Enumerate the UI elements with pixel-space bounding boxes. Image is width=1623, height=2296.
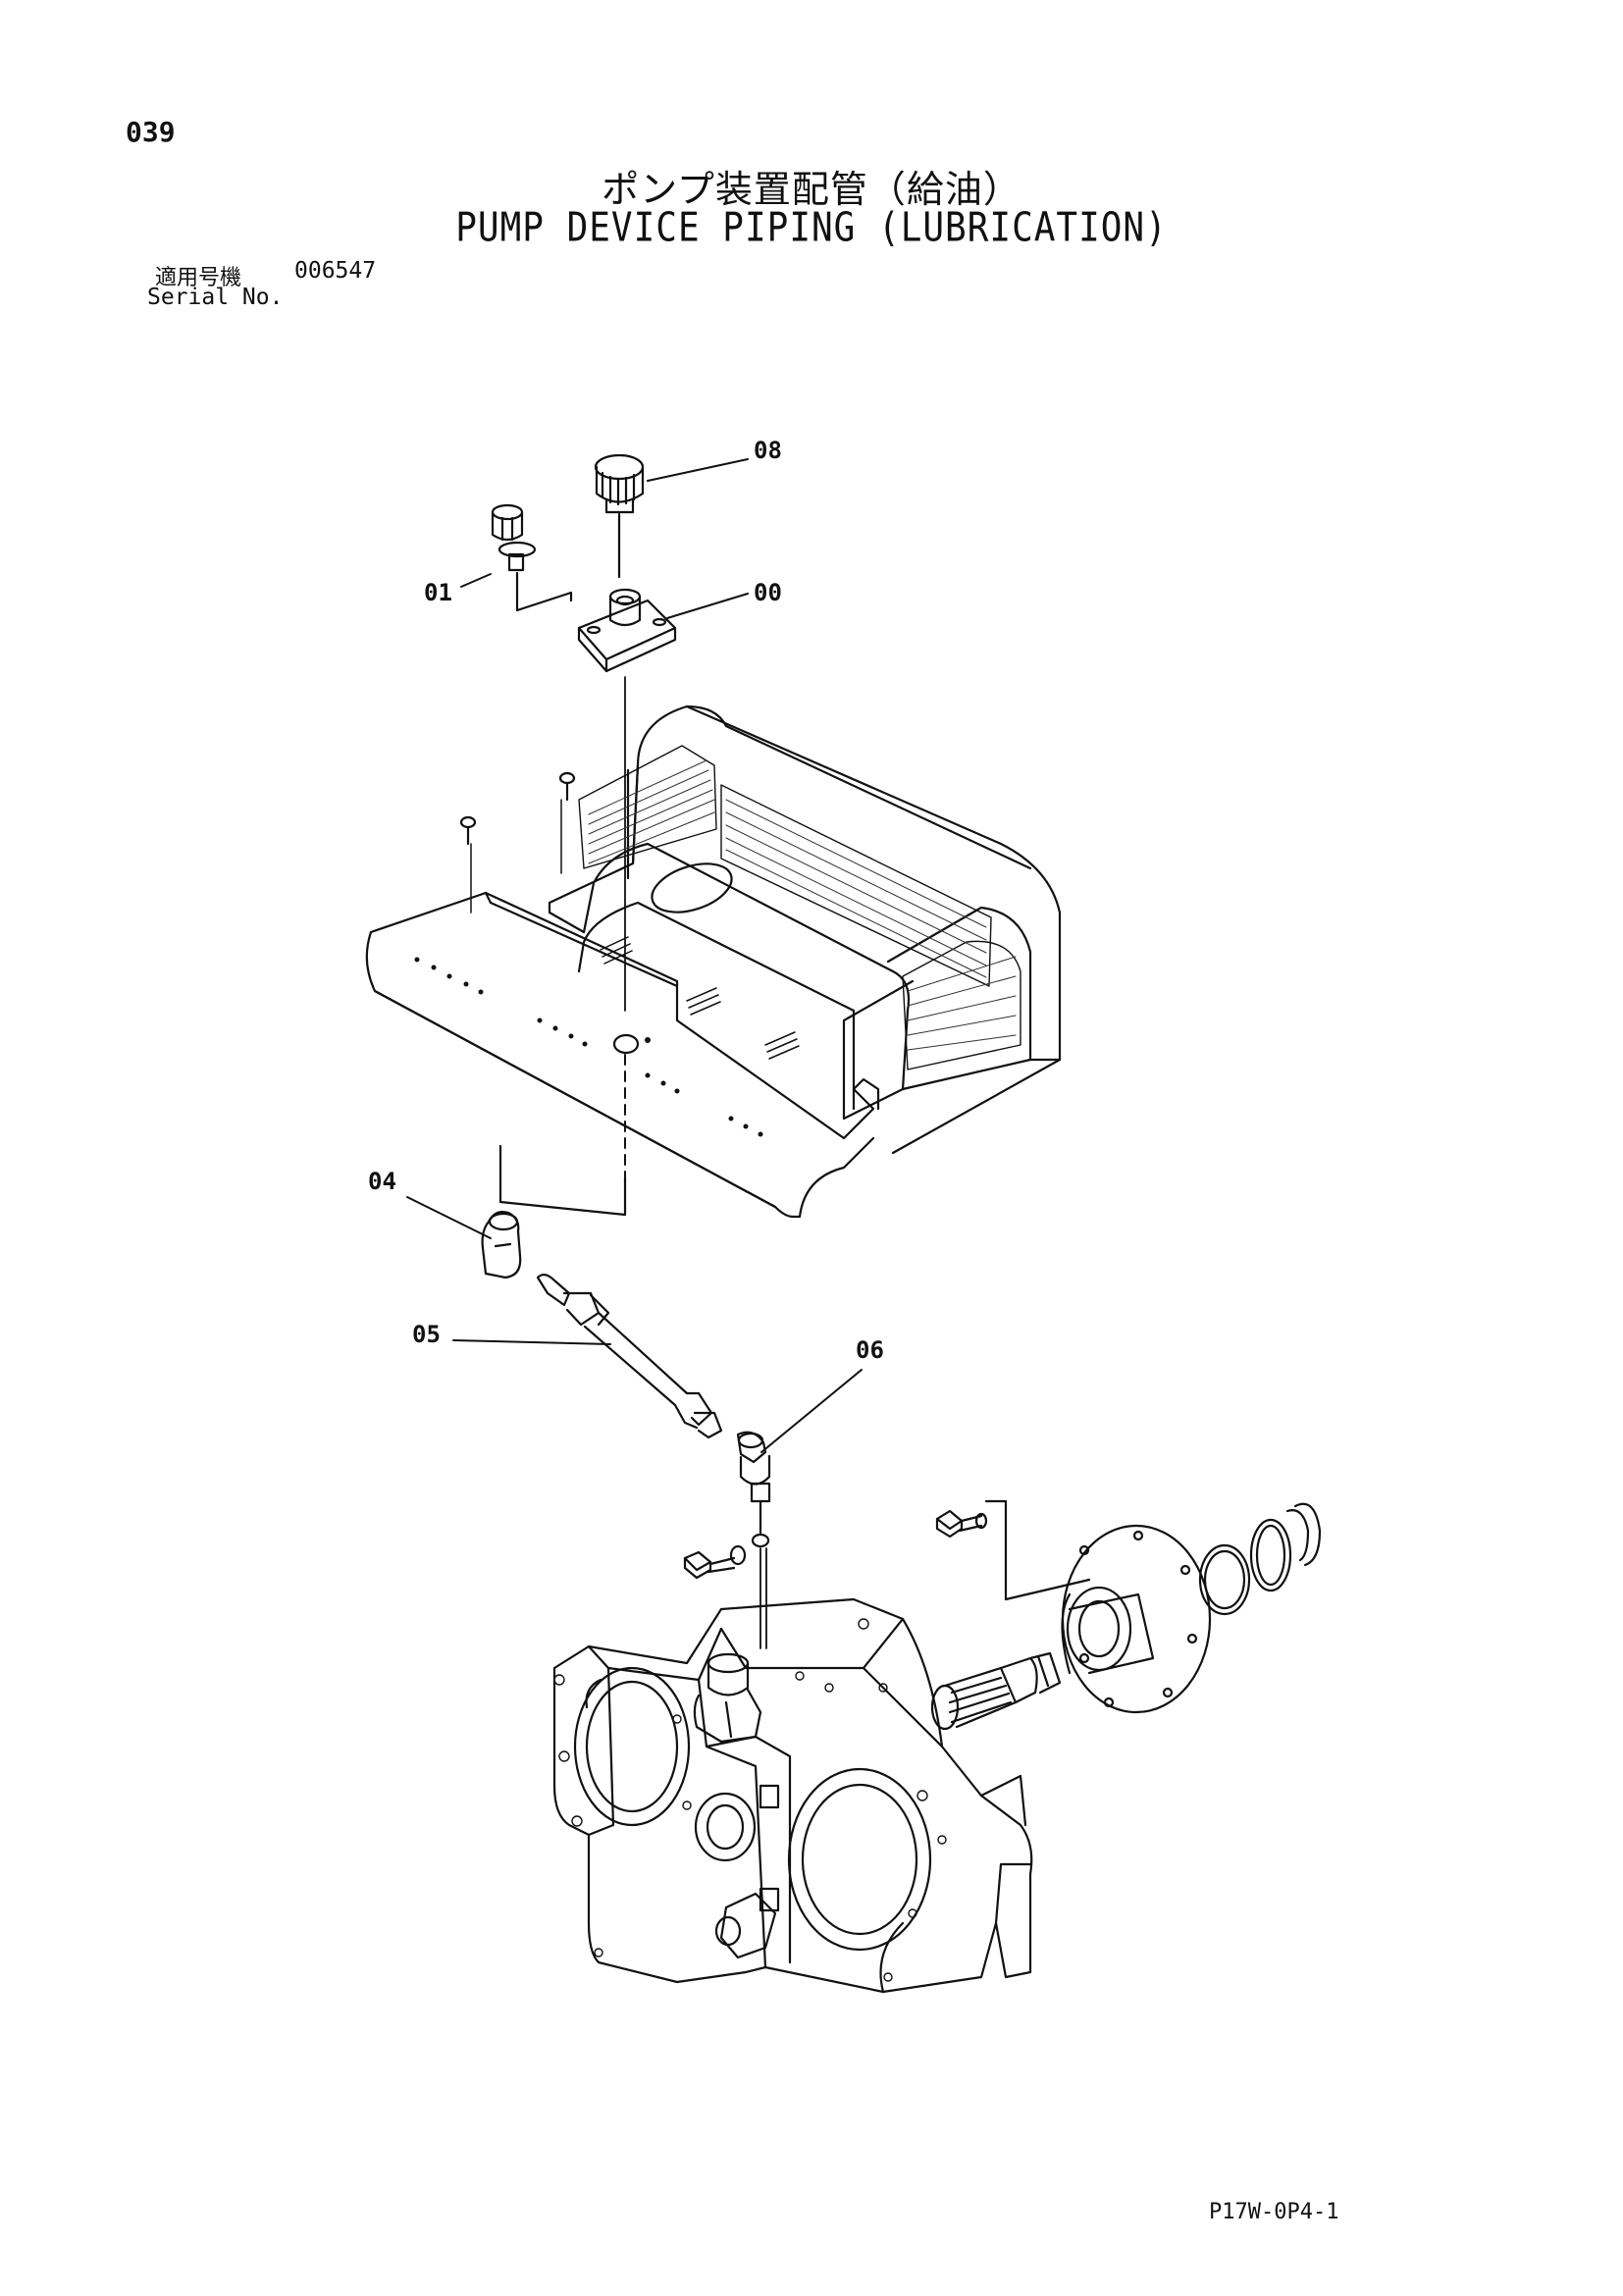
grille-mesh	[578, 745, 1021, 1070]
panel-port-hole	[612, 1033, 640, 1055]
grease-elbow-part	[736, 1431, 771, 1649]
page-title-english: PUMP DEVICE PIPING (LUBRICATION)	[455, 204, 1168, 252]
callout-00: 00	[754, 579, 782, 606]
drawing-code: P17W-0P4-1	[1209, 2200, 1339, 2224]
o-rings	[1198, 1518, 1292, 1616]
cover-oval-hatch	[651, 862, 733, 913]
serial-label-english: Serial No.	[147, 285, 284, 310]
bolt-part	[491, 503, 573, 612]
callout-08: 08	[754, 437, 782, 464]
adapter-flange-part	[577, 588, 677, 1012]
callout-01: 01	[424, 579, 452, 606]
panel-dots	[414, 957, 763, 1137]
cover-screws	[459, 771, 576, 913]
serial-number-value: 006547	[294, 258, 377, 284]
pump-cover-panel	[365, 704, 1062, 1219]
breather-cap-part	[594, 453, 645, 579]
pump-gear-housing	[552, 1597, 1033, 1994]
drive-shaft	[930, 1651, 1062, 1731]
flange-cover	[1061, 1524, 1212, 1714]
vent-slots	[600, 936, 800, 1060]
page-number: 039	[126, 116, 176, 148]
housing-grease-nipple	[693, 1652, 762, 1744]
page-title-japanese: ポンプ装置配管（給油）	[602, 168, 1021, 211]
flange-bolt	[935, 1499, 1091, 1601]
callout-05: 05	[412, 1321, 441, 1348]
housing-bolt	[683, 1544, 747, 1580]
elbow-fitting-part	[481, 1144, 627, 1279]
callout-06: 06	[856, 1336, 884, 1364]
callout-04: 04	[368, 1168, 396, 1195]
leader-lines	[406, 458, 863, 1453]
grille-hatching	[588, 759, 1017, 1051]
housing-bolt-holes	[553, 1618, 947, 1982]
hose-assembly-part	[536, 1274, 723, 1439]
snap-ring	[1285, 1502, 1322, 1567]
serial-label-japanese: 適用号機	[155, 266, 242, 290]
